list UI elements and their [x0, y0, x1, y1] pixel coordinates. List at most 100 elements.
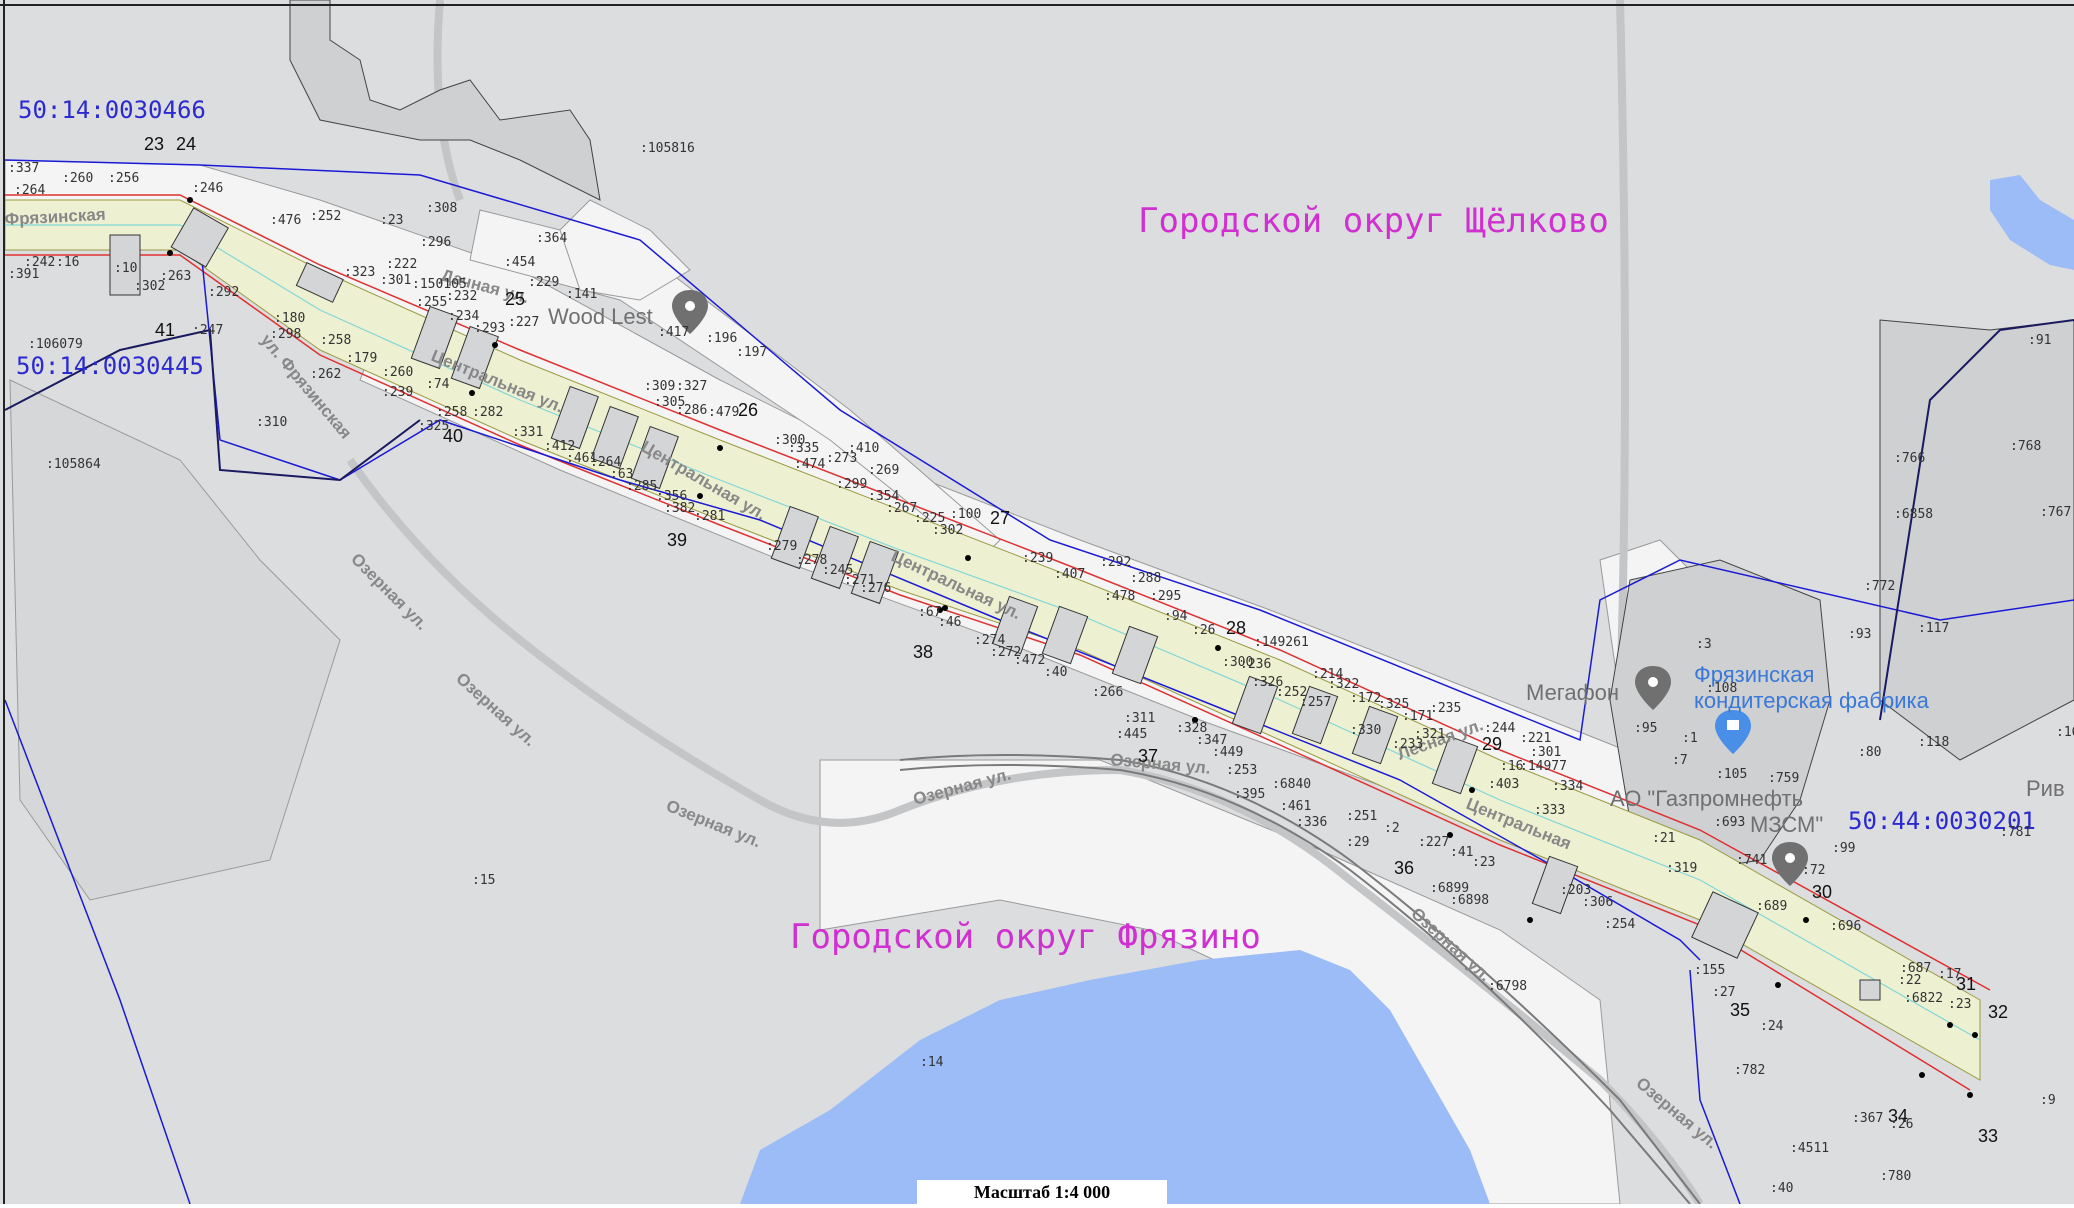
parcel-label: :461 [566, 451, 597, 466]
parcel-label: :325 [418, 419, 449, 434]
poi-confectionery-factory[interactable]: Фрязинская кондитерская фабрика [1694, 662, 1930, 754]
point-label: 28 [1226, 618, 1246, 638]
parcel-label: :251 [1346, 809, 1377, 824]
parcel-label: :232 [446, 289, 477, 304]
parcel-label: :478 [1104, 589, 1135, 604]
parcel-label: :6840 [1272, 777, 1311, 792]
parcel-label: :325 [1378, 697, 1409, 712]
ozernaya-road-line [899, 754, 1701, 1205]
parcel-label: :222 [386, 257, 417, 272]
parcel-label: :354 [868, 489, 899, 504]
point-label: 33 [1978, 1126, 1998, 1146]
parcel-label: :403 [1488, 777, 1519, 792]
district-label-shchelkovo: Городской округ Щёлково [1138, 201, 1609, 241]
parcel-label: :171 [1402, 709, 1433, 724]
parcel-label: :331 [512, 425, 543, 440]
parcel-label: :239 [1022, 551, 1053, 566]
parcel-label: :479 [708, 405, 739, 420]
poi-wood-lest[interactable]: Wood Lest [548, 290, 708, 334]
parcel-label: :267 [886, 501, 917, 516]
ozernaya-road-line-2 [899, 764, 1691, 1205]
red-line-north [5, 194, 1991, 991]
parcel-label: :6898 [1450, 893, 1489, 908]
parcel-label: :407 [1054, 567, 1085, 582]
parcel-label: :14 [920, 1055, 944, 1070]
parcel-label: :227 [1418, 835, 1449, 850]
parcel-label: :118 [1918, 735, 1949, 750]
parcels [109, 207, 1881, 1001]
parcel-label: :759 [1768, 771, 1799, 786]
parcel-label: :105816 [640, 141, 695, 156]
parcel-label: :80 [1858, 745, 1881, 760]
parcel-label: :6899 [1430, 881, 1469, 896]
cadastral-quarter-label: 50:44:0030201 [1848, 807, 2036, 835]
parcel-label: :16 [2056, 725, 2074, 740]
point-label: 31 [1956, 974, 1976, 994]
parcel-label: :269 [868, 463, 899, 478]
district-label-fryazino: Городской округ Фрязино [790, 917, 1261, 957]
parcel-label: :3 [1696, 637, 1712, 652]
parcel-label: :279 [766, 539, 797, 554]
parcel-label: :29 [1346, 835, 1369, 850]
parcel-label: :321 [1414, 727, 1445, 742]
parcel-label: :196 [706, 331, 737, 346]
parcel-label: :292 [1100, 555, 1131, 570]
parcel-label: :93 [1848, 627, 1871, 642]
parcel-label: :203 [1560, 883, 1591, 898]
poi-label: Мегафон [1526, 680, 1619, 705]
municipal-boundary [4, 159, 2074, 742]
parcel-label: :6798 [1488, 979, 1527, 994]
parcel-label: :326 [1252, 675, 1283, 690]
boundary-right [1689, 969, 1741, 1205]
parcel-label: :306 [1582, 895, 1613, 910]
parcel-label: :155 [1694, 963, 1725, 978]
poi-gazprom[interactable]: АО "Газпромнефть МЗСМ" [1610, 786, 1823, 886]
scale-indicator: Масштаб 1:4 000 [917, 1180, 1167, 1204]
parcel-label: :696 [1830, 919, 1861, 934]
parcel-label: :197 [736, 345, 767, 360]
parcel-label: :322 [1328, 677, 1359, 692]
parcel-label: :274 [974, 633, 1005, 648]
quarter-boundary-right [1879, 319, 2074, 721]
cadastral-quarter-label: 50:14:0030466 [18, 96, 206, 124]
point-label: 27 [990, 508, 1010, 528]
parcel-label: :264 [590, 455, 621, 470]
parcel-label: :227 [508, 315, 539, 330]
parcel-label: :21 [1652, 831, 1675, 846]
poi-megafon[interactable]: Мегафон [1526, 666, 1671, 710]
parcel-label: :263 [160, 269, 191, 284]
parcel-label: :356 [656, 489, 687, 504]
parcel-label: :95 [1634, 721, 1657, 736]
parcel-label: :782 [1734, 1063, 1765, 1078]
parcel-label: :258 [436, 405, 467, 420]
parcel-label: :288 [1130, 571, 1161, 586]
parcel-label: :235 [1430, 701, 1461, 716]
parcel-label: :234 [448, 309, 479, 324]
parcel-label: :94 [1164, 609, 1188, 624]
parcel-label: :309 [644, 379, 675, 394]
parcel-label: :256 [108, 171, 139, 186]
point-label: 25 [505, 289, 525, 309]
axis-line [5, 224, 1981, 1041]
parcel-label: :253 [1226, 763, 1257, 778]
parcel-label: :149261 [1254, 635, 1309, 650]
boundary-left [4, 699, 191, 1205]
parcel-label: :2 [1384, 821, 1400, 836]
parcel-label: :285 [626, 479, 657, 494]
parcel-label: :301 [380, 273, 411, 288]
parcel-label: :254 [1604, 917, 1635, 932]
parcel-label: :74 [426, 377, 450, 392]
parcel-label: :336 [1296, 815, 1327, 830]
parcel-label: :264 [14, 183, 45, 198]
point-label: 38 [913, 642, 933, 662]
parcel-label: :262 [310, 367, 341, 382]
pond [1990, 175, 2074, 270]
parcel-label: :242 [24, 255, 55, 270]
parcel-label: :293 [474, 321, 505, 336]
parcel-label: :9 [2040, 1093, 2056, 1108]
parcel-label: :272 [990, 645, 1021, 660]
parcel-label: :281 [694, 509, 725, 524]
road-corridor [4, 199, 1981, 1081]
parcel-label: :40 [1770, 1181, 1793, 1196]
